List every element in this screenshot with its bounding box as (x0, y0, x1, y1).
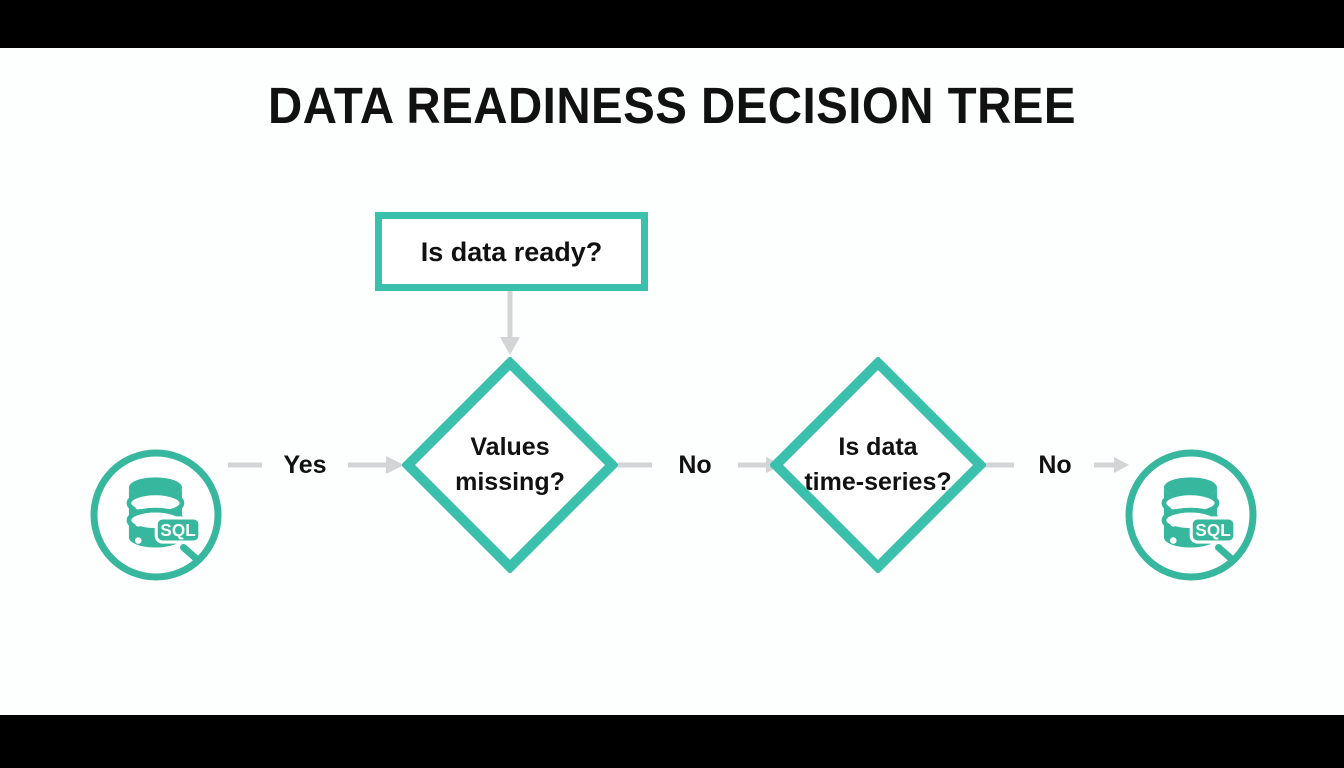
connector-yes-right (348, 454, 406, 476)
node-output-database[interactable]: SQL (1123, 447, 1259, 583)
diamond-values-line1: Values (470, 433, 550, 461)
sql-badge-text: SQL (160, 520, 195, 540)
node-decision-box[interactable]: Is data ready? (375, 212, 648, 291)
node-diamond-time-series[interactable]: Is data time-series? (770, 357, 986, 573)
connector-no2-right (1094, 454, 1130, 476)
edge-label-no-2: No (1038, 451, 1072, 479)
page-title: DATA READINESS DECISION TREE (268, 77, 1076, 134)
node-source-database[interactable]: SQL (88, 447, 224, 583)
node-diamond-values-missing-label: Values missing? (420, 357, 600, 573)
letterbox-bottom (0, 715, 1344, 768)
node-diamond-values-missing[interactable]: Values missing? (402, 357, 618, 573)
sql-database-search-icon: SQL (126, 477, 202, 562)
sql-database-search-icon: SQL (1161, 477, 1237, 562)
connector-yes-left (228, 454, 262, 476)
diagram-canvas: DATA READINESS DECISION TREE Yes (0, 48, 1344, 715)
connector-no1-left (618, 454, 652, 476)
sql-badge-text: SQL (1195, 520, 1230, 540)
diamond-values-line2: missing? (455, 468, 565, 496)
letterbox-top (0, 0, 1344, 48)
connector-box-to-diamond (496, 291, 524, 361)
node-diamond-time-series-label: Is data time-series? (788, 357, 968, 573)
node-decision-box-label: Is data ready? (420, 236, 603, 267)
edge-label-yes: Yes (283, 451, 327, 479)
diamond-timeseries-line2: time-series? (804, 468, 952, 496)
diamond-timeseries-line1: Is data (838, 433, 918, 461)
edge-label-no-1: No (678, 451, 712, 479)
connector-no2-left (984, 454, 1014, 476)
